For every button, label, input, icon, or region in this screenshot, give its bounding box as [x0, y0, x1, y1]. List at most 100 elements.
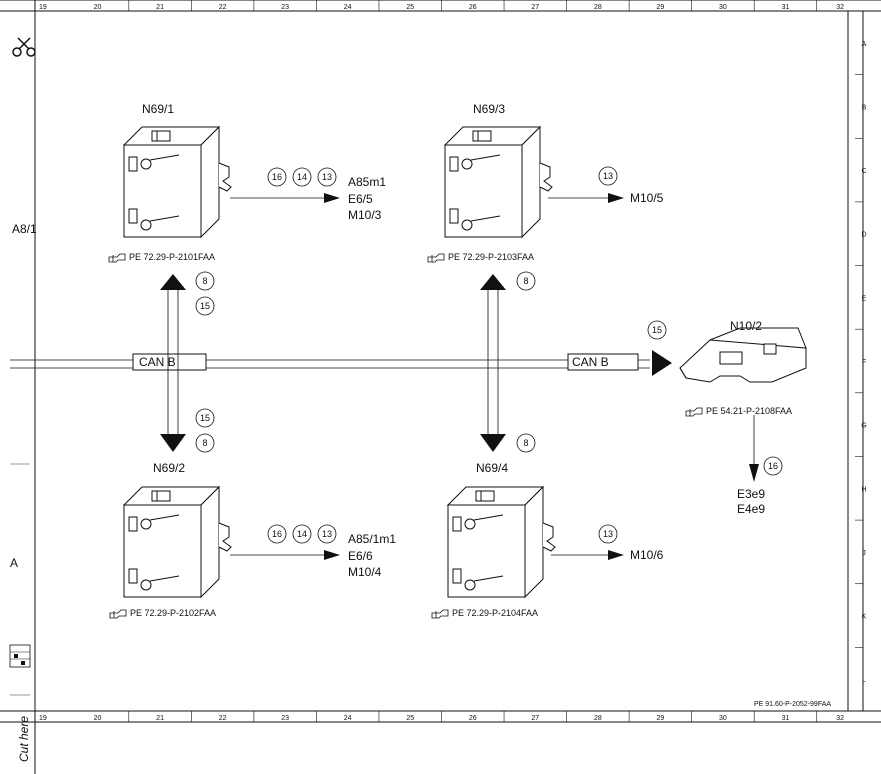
n10-2-out-circle-1: 16: [768, 461, 778, 471]
top-column-28: 28: [594, 4, 602, 11]
n10-2-pe-ref[interactable]: PE 54.21-P-2108FAA: [706, 406, 792, 416]
n69-1-circle-2: 14: [297, 172, 307, 182]
n69-1-name: N69/1: [142, 102, 174, 116]
row-label-H: H: [861, 486, 866, 493]
pe-reference-icon: [431, 609, 449, 619]
row-label-F: F: [862, 359, 866, 366]
row-ruler-right: A B C D E F G H J K L: [855, 41, 867, 684]
n69-4-pe-ref[interactable]: PE 72.29-P-2104FAA: [452, 608, 538, 618]
n69-1-bus-circle-2: 15: [200, 301, 210, 311]
top-column-30: 30: [719, 4, 727, 11]
cut-here-label: Cut here: [17, 716, 31, 762]
n69-1-bus-circle-1: 8: [202, 276, 207, 286]
bottom-column-20: 20: [94, 715, 102, 722]
row-label-A: A: [862, 41, 867, 48]
n69-2-name: N69/2: [153, 461, 185, 475]
row-label-C: C: [861, 168, 866, 175]
row-label-G: G: [861, 423, 866, 430]
row-label-L: L: [862, 677, 866, 684]
pe-reference-icon: [427, 253, 445, 263]
bottom-column-28: 28: [594, 715, 602, 722]
pe-reference-icon: [685, 407, 703, 417]
n69-4-circle-1: 13: [603, 529, 613, 539]
arrow-n69-3-out: [608, 193, 624, 203]
bottom-column-24: 24: [344, 715, 352, 722]
bottom-column-30: 30: [719, 715, 727, 722]
n69-2-pe-ref[interactable]: PE 72.29-P-2102FAA: [130, 608, 216, 618]
top-column-23: 23: [281, 4, 289, 11]
top-column-32: 32: [836, 4, 844, 11]
n10-2-target-2: E4e9: [737, 502, 765, 516]
pe-reference-icon: [109, 609, 127, 619]
n69-1-target-3: M10/3: [348, 208, 382, 222]
bottom-column-21: 21: [156, 715, 164, 722]
bottom-column-25: 25: [406, 715, 414, 722]
row-label-K: K: [862, 614, 867, 621]
top-column-31: 31: [782, 4, 790, 11]
n69-3-name: N69/3: [473, 102, 505, 116]
row-label-E: E: [862, 295, 867, 302]
n10-2-bus-circle-1: 15: [652, 325, 662, 335]
top-column-19: 19: [39, 4, 47, 11]
n69-3-pe-ref[interactable]: PE 72.29-P-2103FAA: [448, 252, 534, 262]
n69-4-target-1: M10/6: [630, 548, 664, 562]
module-n69-2: [123, 486, 232, 598]
n69-1-circle-3: 13: [322, 172, 332, 182]
row-label-D: D: [861, 232, 866, 239]
can-b-label-right: CAN B: [572, 355, 609, 369]
bus-arrow-to-n10-2: [652, 350, 672, 376]
n69-1-target-2: E6/5: [348, 192, 373, 206]
can-b-bus: [10, 350, 672, 376]
arrow-n69-4-out: [608, 550, 624, 560]
a8-label: A8/1: [12, 222, 37, 236]
a-label: A: [10, 556, 18, 570]
row-label-J: J: [862, 550, 866, 557]
n69-3-circle-1: 13: [603, 171, 613, 181]
module-n69-1: [123, 126, 232, 238]
n69-2-circle-1: 16: [272, 529, 282, 539]
bottom-column-23: 23: [281, 715, 289, 722]
arrow-n69-1-out: [324, 193, 340, 203]
bottom-column-19: 19: [39, 715, 47, 722]
bottom-column-27: 27: [531, 715, 539, 722]
footer-doc-ref: PE 91.60-P-2052-99FAA: [754, 701, 831, 708]
n69-1-pe-ref[interactable]: PE 72.29-P-2101FAA: [129, 252, 215, 262]
n10-2-target-1: E3e9: [737, 487, 765, 501]
bottom-column-22: 22: [219, 715, 227, 722]
bus-drop-n69-3: [480, 274, 506, 452]
n69-4-name: N69/4: [476, 461, 508, 475]
scissors-icon: [12, 37, 36, 57]
column-ruler-bottom: 19 20 21 22 23 24 25 26 27 28 29 30 31 32: [39, 711, 844, 722]
row-label-B: B: [862, 104, 867, 111]
top-column-20: 20: [94, 4, 102, 11]
n69-3-target-1: M10/5: [630, 191, 664, 205]
n69-2-bus-circle-1: 15: [200, 413, 210, 423]
top-column-26: 26: [469, 4, 477, 11]
bottom-column-29: 29: [656, 715, 664, 722]
arrow-n69-2-out: [324, 550, 340, 560]
top-column-27: 27: [531, 4, 539, 11]
n69-1-circle-1: 16: [272, 172, 282, 182]
n69-2-circle-3: 13: [322, 529, 332, 539]
n69-1-target-1: A85m1: [348, 175, 386, 189]
bottom-column-31: 31: [782, 715, 790, 722]
can-b-label-left: CAN B: [139, 355, 176, 369]
n69-2-circle-2: 14: [297, 529, 307, 539]
bottom-column-32: 32: [836, 715, 844, 722]
module-n69-3: [444, 126, 553, 238]
top-column-24: 24: [344, 4, 352, 11]
top-column-22: 22: [219, 4, 227, 11]
side-connector-icon: [9, 644, 31, 668]
n10-2-name: N10/2: [730, 319, 762, 333]
n69-2-target-3: M10/4: [348, 565, 382, 579]
top-column-25: 25: [406, 4, 414, 11]
pe-reference-icon: [108, 253, 126, 263]
bus-drop-n69-1: [160, 274, 186, 452]
module-n10-2: [679, 327, 807, 383]
n69-2-target-2: E6/6: [348, 549, 373, 563]
module-n69-4: [447, 486, 556, 598]
bottom-column-26: 26: [469, 715, 477, 722]
n69-3-bus-circle-1: 8: [523, 276, 528, 286]
